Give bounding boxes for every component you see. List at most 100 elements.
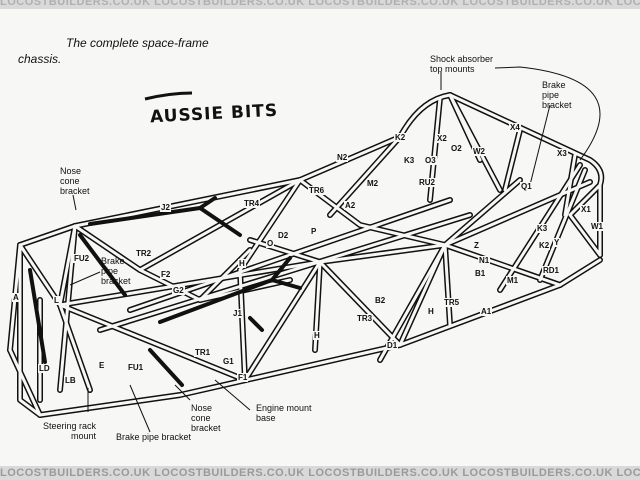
- part-label: H: [313, 331, 321, 340]
- marked-tube: [270, 278, 302, 290]
- part-label: J2: [160, 203, 171, 212]
- part-label: TR2: [135, 249, 153, 258]
- callout-text: bracket: [60, 186, 90, 196]
- callout-text: top mounts: [430, 64, 475, 74]
- marked-tube: [198, 196, 217, 210]
- marked-tube: [78, 233, 127, 297]
- part-label: O3: [424, 156, 437, 165]
- callout-text: Brake: [542, 80, 566, 90]
- part-label: A1: [480, 307, 493, 316]
- chassis-tube-inner: [98, 213, 472, 332]
- callout-leaders: [69, 66, 601, 433]
- callout-text: mount: [70, 431, 96, 441]
- part-label: D1: [386, 341, 399, 350]
- callout-text: Nose: [60, 166, 82, 176]
- part-label: P: [310, 227, 318, 236]
- callout-text: cone: [191, 413, 211, 423]
- chassis-tube-inner: [563, 153, 577, 217]
- part-label: LB: [64, 376, 77, 385]
- watermark-bottom: LOCOSTBUILDERS.CO.UK LOCOSTBUILDERS.CO.U…: [0, 466, 640, 480]
- chassis-tube-inner: [8, 348, 42, 417]
- part-label: H: [427, 307, 435, 316]
- part-label: F1: [237, 373, 249, 382]
- shock-mount-leader: [494, 66, 601, 161]
- part-label: W1: [590, 222, 604, 231]
- part-label: X4: [509, 123, 521, 132]
- callout-text: bracket: [191, 423, 221, 433]
- part-label: W2: [472, 147, 486, 156]
- marked-tube: [88, 205, 242, 237]
- chassis-tube-inner: [443, 178, 522, 247]
- chassis-tube-inner: [318, 243, 452, 347]
- part-label: RD1: [542, 266, 561, 275]
- part-label: LD: [38, 364, 51, 373]
- part-label: H: [238, 259, 246, 268]
- part-label: B2: [374, 296, 387, 305]
- chassis-tube-inner: [298, 178, 447, 247]
- part-label: TR1: [194, 348, 212, 357]
- part-label: FU2: [73, 254, 91, 263]
- part-label: Y: [553, 238, 561, 247]
- part-label: K2: [394, 133, 407, 142]
- callout-text: Brake: [101, 256, 125, 266]
- part-label: M2: [366, 179, 380, 188]
- marked-tube: [28, 268, 47, 364]
- chassis-tube-inner: [378, 243, 447, 362]
- part-label: FU1: [127, 363, 145, 372]
- callout-text: Engine mount: [256, 403, 312, 413]
- caption-line-2: chassis.: [18, 52, 62, 66]
- part-label: TR3: [356, 314, 374, 323]
- part-label: G1: [222, 357, 235, 366]
- part-label: D2: [277, 231, 290, 240]
- callout-text: base: [256, 413, 276, 423]
- part-label: A2: [344, 201, 357, 210]
- chassis-tube-inner: [503, 128, 522, 192]
- callout-text: pipe: [101, 266, 119, 276]
- part-label: TR6: [308, 186, 326, 195]
- part-label: G2: [172, 286, 185, 295]
- callout-text: pipe: [542, 90, 560, 100]
- callout-text: cone: [60, 176, 80, 186]
- callout-text: Nose: [191, 403, 213, 413]
- part-label: TR5: [443, 298, 461, 307]
- chassis-tube-inner: [328, 135, 402, 217]
- chassis-tube-inner: [238, 178, 302, 382]
- part-label: TR4: [243, 199, 261, 208]
- part-label: J1: [232, 309, 243, 318]
- aussie-bits-marked-tubes: [28, 196, 302, 387]
- part-label: RU2: [418, 178, 437, 187]
- part-label: L: [53, 296, 60, 305]
- part-label: A: [12, 293, 20, 302]
- callout-text: Shock absorber: [430, 54, 494, 64]
- marked-tube: [148, 348, 184, 387]
- part-label: E: [98, 361, 106, 370]
- chassis-tube-inner: [568, 183, 602, 257]
- part-label: X3: [556, 149, 568, 158]
- chassis-tube-inner: [443, 243, 562, 287]
- part-label: Z: [473, 241, 480, 250]
- part-label: N1: [478, 256, 491, 265]
- chassis-tube-inner: [18, 135, 402, 247]
- part-label: F2: [160, 270, 172, 279]
- part-label: K3: [403, 156, 416, 165]
- chassis-tube-inner: [538, 168, 587, 282]
- watermark-top: LOCOSTBUILDERS.CO.UK LOCOSTBUILDERS.CO.U…: [0, 0, 640, 9]
- callout-brake-pipe-bottom: Brake pipe bracket: [116, 432, 192, 442]
- caption-line-1: The complete space-frame: [66, 36, 209, 50]
- part-label: B1: [474, 269, 487, 278]
- part-label: K2: [538, 241, 551, 250]
- marked-tube: [248, 316, 264, 332]
- part-label: K3: [536, 224, 549, 233]
- chassis-tube-inner: [248, 238, 322, 264]
- part-label: M1: [506, 276, 520, 285]
- part-label: N2: [336, 153, 349, 162]
- part-label: X2: [436, 134, 448, 143]
- callout-text: Steering rack: [42, 421, 96, 431]
